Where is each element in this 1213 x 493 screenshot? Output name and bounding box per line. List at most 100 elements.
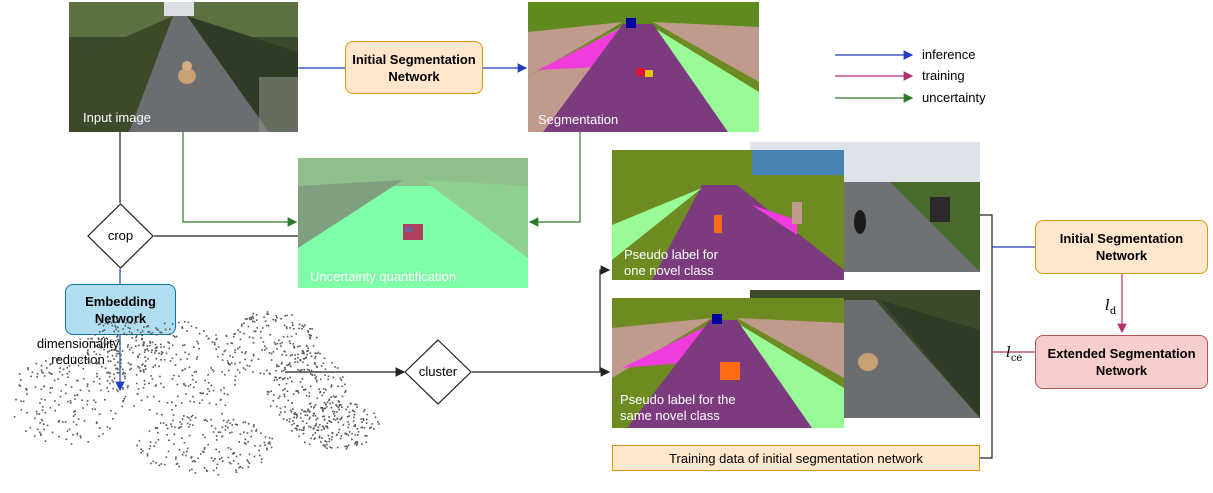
scatter-point	[35, 362, 38, 365]
scatter-point	[203, 467, 206, 469]
scatter-point	[288, 340, 291, 342]
scatter-point	[342, 424, 345, 426]
scatter-point	[187, 385, 190, 388]
scatter-point	[124, 324, 127, 327]
scatter-point	[150, 375, 152, 377]
scatter-point	[114, 364, 116, 366]
scatter-point	[93, 399, 95, 402]
scatter-point	[148, 430, 151, 432]
scatter-point	[80, 359, 83, 362]
scatter-point	[27, 368, 29, 371]
scatter-point	[141, 338, 143, 341]
scatter-point	[212, 370, 215, 373]
scatter-point	[378, 423, 380, 425]
scatter-point	[306, 353, 308, 356]
scatter-point	[325, 403, 327, 406]
scatter-point	[215, 435, 218, 437]
scatter-point	[304, 414, 307, 416]
scatter-point	[284, 314, 286, 317]
scatter-point	[257, 358, 260, 360]
scatter-point	[116, 335, 118, 338]
scatter-point	[307, 409, 309, 412]
legend-training: training	[922, 68, 965, 83]
scatter-point	[309, 373, 312, 375]
scatter-point	[270, 359, 273, 361]
scatter-point	[247, 460, 250, 463]
scatter-point	[321, 425, 324, 427]
scatter-point	[122, 371, 125, 374]
scatter-point	[298, 323, 301, 326]
scatter-point	[194, 416, 197, 419]
scatter-point	[282, 389, 284, 391]
scatter-point	[188, 353, 190, 356]
scatter-point	[18, 373, 21, 375]
scatter-point	[373, 428, 375, 430]
scatter-point	[117, 390, 119, 393]
scatter-point	[339, 404, 341, 406]
scatter-point	[160, 353, 163, 355]
scatter-point	[278, 365, 280, 368]
scatter-point	[171, 344, 174, 347]
scatter-point	[256, 319, 258, 321]
scatter-point	[322, 444, 325, 447]
scatter-point	[158, 400, 161, 403]
scatter-point	[151, 341, 154, 344]
scatter-point	[292, 408, 294, 410]
scatter-point	[248, 365, 251, 367]
scatter-point	[320, 441, 322, 443]
scatter-point	[293, 347, 296, 349]
scatter-point	[351, 432, 353, 435]
scatter-point	[291, 423, 293, 426]
scatter-point	[41, 419, 44, 422]
scatter-point	[114, 325, 116, 327]
scatter-point	[127, 362, 130, 364]
scatter-point	[174, 336, 176, 338]
scatter-point	[95, 422, 98, 425]
scatter-point	[228, 369, 230, 372]
scatter-point	[131, 316, 133, 318]
scatter-point	[90, 361, 92, 363]
scatter-point	[313, 405, 316, 408]
scatter-point	[103, 329, 106, 331]
scatter-point	[156, 328, 159, 331]
scatter-point	[244, 318, 247, 320]
scatter-point	[244, 368, 247, 371]
scatter-point	[338, 401, 341, 403]
scatter-point	[138, 353, 141, 356]
scatter-point	[104, 398, 106, 401]
crop-label: crop	[107, 228, 134, 243]
scatter-point	[135, 339, 137, 342]
scatter-point	[305, 422, 308, 424]
scatter-point	[232, 418, 235, 421]
scatter-point	[276, 405, 278, 408]
scatter-point	[118, 353, 120, 355]
scatter-point	[53, 379, 56, 382]
scatter-point	[98, 359, 100, 362]
scatter-point	[332, 418, 335, 420]
scatter-point	[307, 347, 309, 349]
scatter-point	[281, 354, 283, 356]
scatter-point	[307, 350, 309, 352]
caption-uncertainty: Uncertainty quantification	[310, 269, 456, 284]
scatter-point	[215, 334, 217, 336]
scatter-point	[314, 377, 317, 380]
scatter-point	[318, 436, 321, 439]
scatter-point	[173, 433, 176, 436]
scatter-point	[29, 426, 32, 429]
scatter-point	[307, 331, 310, 333]
scatter-point	[22, 400, 25, 403]
scatter-point	[349, 402, 352, 405]
scatter-point	[284, 366, 286, 369]
scatter-point	[252, 337, 254, 339]
scatter-point	[305, 394, 308, 397]
scatter-point	[195, 358, 198, 360]
scatter-point	[283, 350, 285, 353]
scatter-point	[103, 341, 106, 344]
scatter-point	[147, 325, 149, 327]
scatter-point	[319, 424, 321, 426]
scatter-point	[211, 341, 214, 343]
scatter-point	[98, 338, 100, 341]
scatter-point	[304, 324, 306, 326]
scatter-point	[129, 368, 131, 371]
scatter-point	[167, 450, 170, 453]
